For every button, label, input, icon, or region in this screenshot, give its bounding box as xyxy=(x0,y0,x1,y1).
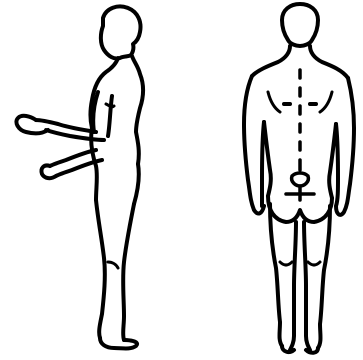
side-feet xyxy=(100,338,137,349)
back-pelvis-cross xyxy=(286,186,314,200)
side-upper-arm xyxy=(93,92,112,136)
side-head xyxy=(101,6,141,58)
back-head xyxy=(282,4,318,46)
side-hand-lower xyxy=(41,165,56,178)
back-view-figure xyxy=(244,4,354,353)
back-knee-detail xyxy=(280,262,320,265)
side-legs xyxy=(96,200,134,340)
back-legs xyxy=(270,204,330,350)
back-left-arm xyxy=(244,76,264,213)
side-torso xyxy=(91,56,144,164)
back-right-arm xyxy=(336,78,354,215)
back-pelvis-marker xyxy=(292,173,309,186)
back-feet xyxy=(282,346,318,353)
side-view-figure xyxy=(16,6,143,348)
side-hand-upper xyxy=(16,116,48,133)
side-knee-detail xyxy=(108,262,118,268)
